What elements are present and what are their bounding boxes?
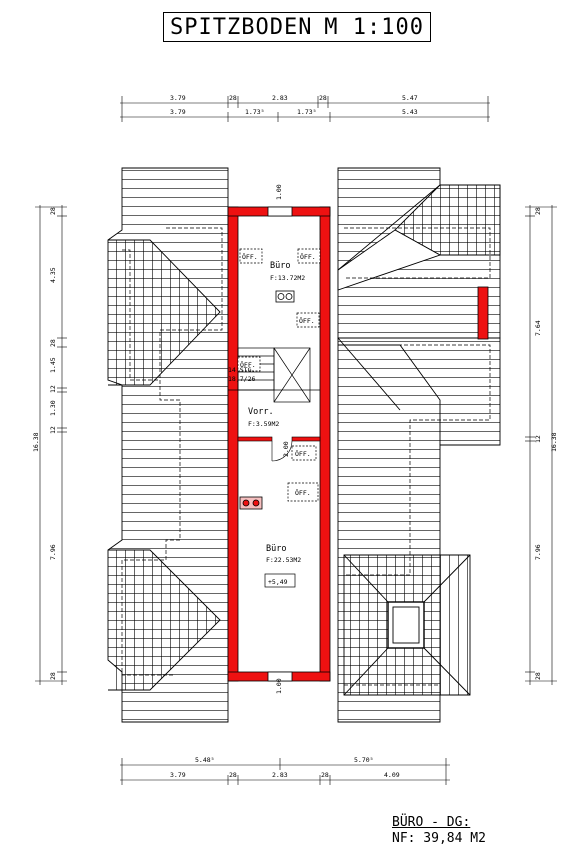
dim-label: 12 <box>49 426 57 434</box>
dim-label: 2.83 <box>272 771 288 779</box>
opening-label: ÖFF. <box>242 252 258 261</box>
dim-label: 28 <box>229 94 237 102</box>
right-dimensions <box>525 205 557 685</box>
room-labels: Büro F:13.72M2 Vorr. F:3.59M2 Büro F:22.… <box>228 184 305 694</box>
opening-label: ÖFF. <box>300 252 316 261</box>
dim-label: 3.79 <box>170 94 186 102</box>
bottom-dimensions <box>120 758 450 785</box>
dim-label: 28 <box>319 94 327 102</box>
dim-label: 12 <box>49 385 57 393</box>
walls <box>227 206 489 682</box>
room-area: F:3.59M2 <box>248 420 279 428</box>
window-label: 1.00 <box>275 184 283 200</box>
title-scale: M 1:100 <box>324 14 424 40</box>
top-dimensions <box>120 96 490 122</box>
opening-label: ÖFF. <box>240 360 256 369</box>
room-name: Büro <box>270 261 290 271</box>
bottom-dim-labels: 5.48⁵ 5.70⁵ 3.79 28 2.83 28 4.09 <box>170 756 400 779</box>
opening-labels: ÖFF. ÖFF. ÖFF. ÖFF. ÖFF. ÖFF. <box>240 252 316 497</box>
dim-label: 1.73⁵ <box>297 108 317 116</box>
dim-label: 28 <box>229 771 237 779</box>
chimney-icon <box>275 290 295 303</box>
dim-label: 28 <box>321 771 329 779</box>
area-summary: BÜRO - DG: NF: 39,84 M2 <box>392 815 486 847</box>
dim-label: 4.35 <box>49 267 57 283</box>
drawing-title: SPITZBODEN M 1:100 <box>163 12 431 42</box>
chimney-icon <box>239 496 263 510</box>
left-dim-labels: 28 4.35 28 1.45 12 1.30 12 7.96 28 16.38 <box>32 207 57 680</box>
title-name: SPITZBODEN <box>170 14 313 40</box>
roof-outline <box>107 167 501 723</box>
dim-label: 1.30 <box>49 400 57 416</box>
opening-label: ÖFF. <box>295 449 311 458</box>
dim-label: 2.83 <box>272 94 288 102</box>
left-dimensions <box>35 205 67 685</box>
window-label: 1.00 <box>275 678 283 694</box>
top-dim-labels: 3.79 28 2.83 28 5.47 3.79 1.73⁵ 1.73⁵ 5.… <box>170 94 418 116</box>
door-label: 2.00 <box>282 441 290 457</box>
dim-label: 5.47 <box>402 94 418 102</box>
dim-label: 28 <box>534 207 542 215</box>
dim-label: 28 <box>49 339 57 347</box>
room-name: Büro <box>266 544 286 554</box>
dim-label: 28 <box>49 672 57 680</box>
dim-label: 3.79 <box>170 771 186 779</box>
opening-label: ÖFF. <box>295 488 311 497</box>
dim-label: 28 <box>534 672 542 680</box>
stair-label: 18,7/26 <box>228 375 255 383</box>
dim-total-label: 16.38 <box>32 432 40 452</box>
dim-label: 5.43 <box>402 108 418 116</box>
dim-label: 1.45 <box>49 357 57 373</box>
dim-label: 7.96 <box>534 544 542 560</box>
dim-label: 7.64 <box>534 320 542 336</box>
summary-heading: BÜRO - DG: <box>392 815 471 830</box>
dim-label: 12 <box>534 435 542 443</box>
stair-label: 14 STG. <box>228 366 255 374</box>
dim-label: 5.48⁵ <box>195 756 215 764</box>
room-name: Vorr. <box>248 407 274 417</box>
level-label: +5,49 <box>268 578 288 586</box>
room-area: F:13.72M2 <box>270 274 305 282</box>
openings <box>237 248 321 502</box>
right-dim-labels: 28 7.64 12 7.96 28 16.38 <box>534 207 558 680</box>
dim-label: 5.70⁵ <box>354 756 374 764</box>
dim-label: 4.09 <box>384 771 400 779</box>
dim-total-label: 16.38 <box>550 432 558 452</box>
dim-label: 3.79 <box>170 108 186 116</box>
eave-lines <box>121 227 491 686</box>
dim-label: 28 <box>49 207 57 215</box>
door-swing <box>271 440 293 462</box>
dim-label: 1.73⁵ <box>245 108 265 116</box>
opening-label: ÖFF. <box>299 316 315 325</box>
room-area: F:22.53M2 <box>266 556 301 564</box>
summary-area: NF: 39,84 M2 <box>392 831 486 846</box>
dim-label: 7.96 <box>49 544 57 560</box>
